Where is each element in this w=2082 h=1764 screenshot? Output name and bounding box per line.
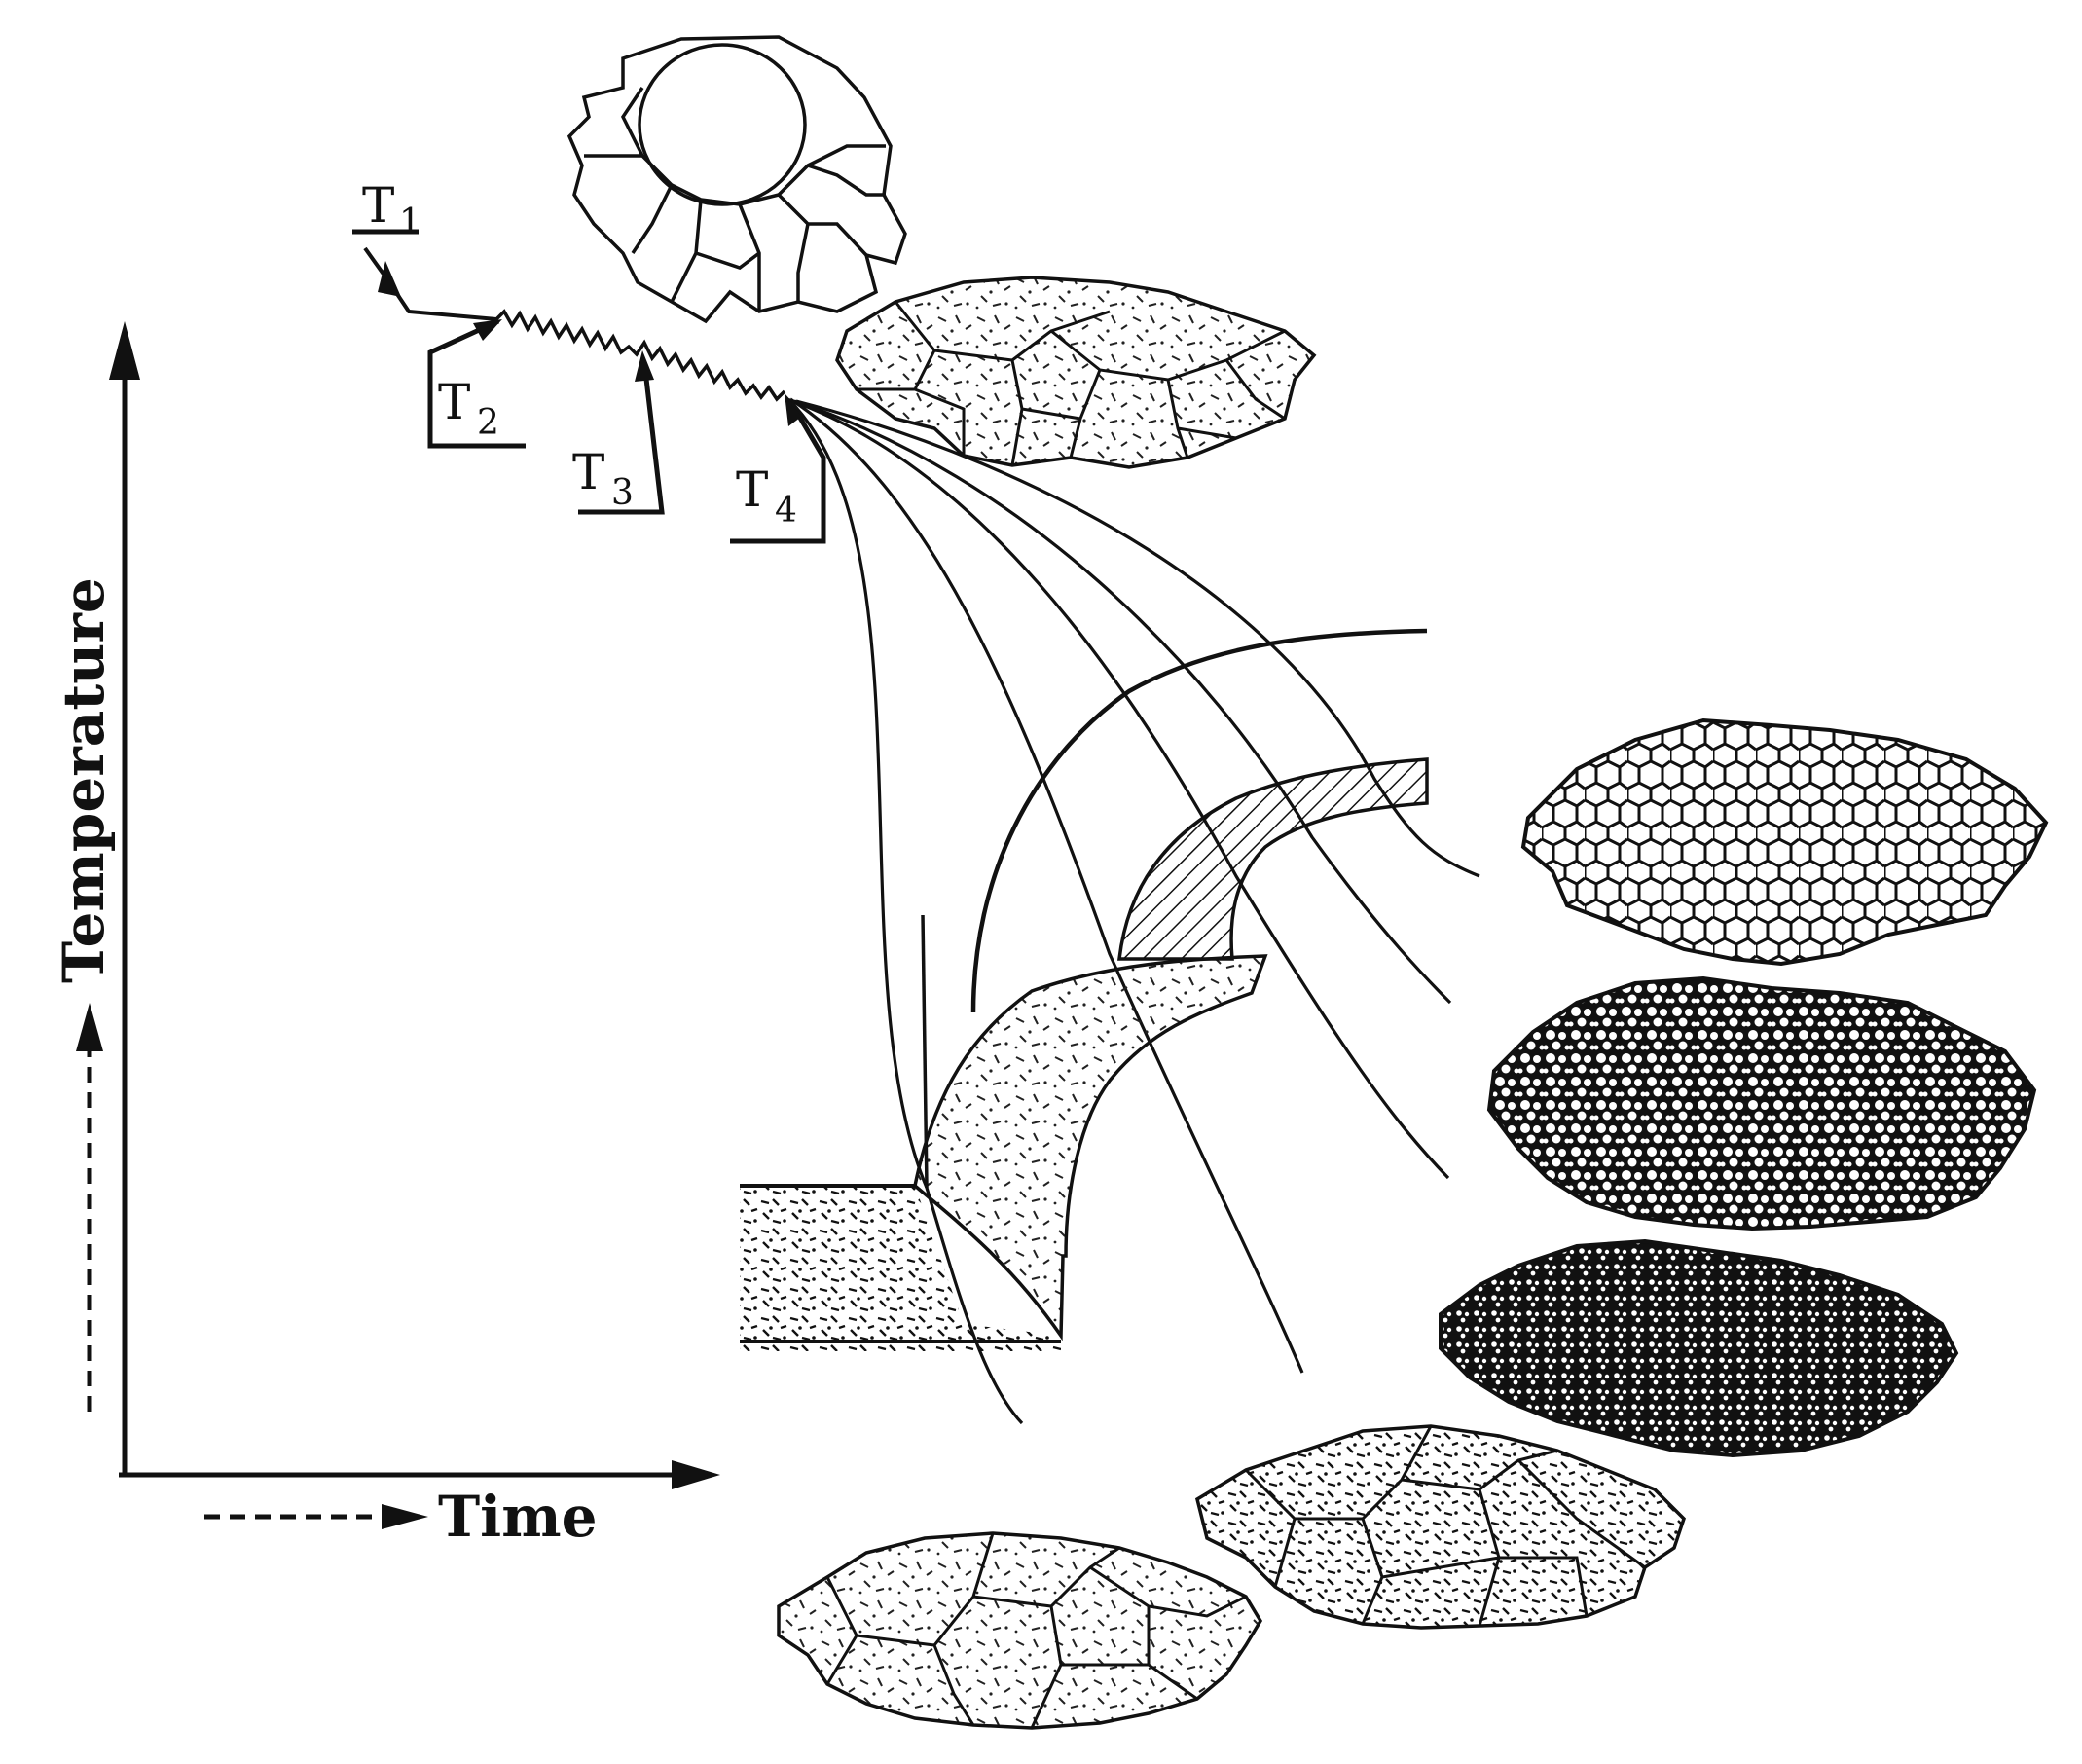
bottom-band-region (740, 1186, 1061, 1351)
t4-bracket (730, 399, 826, 544)
t1-label: T (362, 177, 394, 234)
y-axis-arrowhead (109, 321, 140, 380)
speckled-region (913, 954, 1268, 1341)
thermal-cycle: T 1 T 2 T 3 T 4 (352, 177, 826, 544)
t2-arrowhead (473, 319, 502, 341)
hold-point-t2: T 2 (427, 318, 526, 449)
vertical-boundary-line (921, 914, 929, 1189)
t2-label: T (438, 374, 470, 430)
t3-bracket (578, 361, 665, 515)
x-axis-label: Time (438, 1484, 597, 1550)
t4-subscript: 4 (775, 491, 797, 531)
hold-point-t4: T 4 (730, 393, 826, 544)
t1-arrowhead (378, 261, 401, 297)
t4-label: T (736, 461, 768, 518)
x-axis-arrowhead (672, 1460, 720, 1489)
t3-subscript: 3 (611, 473, 634, 513)
oscillating-hold-path (494, 309, 786, 402)
microstructure-very-fine-grains (1439, 1238, 1959, 1458)
y-axis-label: Temperature (51, 577, 117, 983)
microstructure-shaded-coarse (835, 276, 1317, 469)
microstructure-fine-grains (1486, 975, 2037, 1231)
microstructure-coarse-austenite (566, 35, 907, 324)
microstructure-illustrations (566, 35, 2049, 1730)
microstructure-medium-grains (1520, 717, 2049, 967)
transformation-start-curve (970, 628, 1428, 1013)
hold-point-t1: T 1 (352, 177, 421, 242)
t3-label: T (572, 444, 604, 500)
t1-subscript: 1 (399, 202, 421, 242)
axes: Time Temperature (51, 321, 720, 1550)
initial-cooling-segment (363, 246, 497, 321)
hold-point-t3: T 3 (572, 350, 665, 515)
t3-arrowhead (635, 350, 654, 382)
t2-subscript: 2 (477, 403, 499, 443)
hatched-region (1117, 757, 1429, 961)
microstructure-bottom-shaded-grains (777, 1531, 1263, 1730)
time-arrowhead (382, 1504, 428, 1529)
temperature-arrowhead (76, 1003, 103, 1051)
transformation-regions (740, 628, 1429, 1351)
microstructure-dark-shaded-grains (1194, 1424, 1687, 1630)
cooling-curve-2 (789, 397, 1304, 1374)
cooling-curve-4 (793, 399, 1452, 1005)
